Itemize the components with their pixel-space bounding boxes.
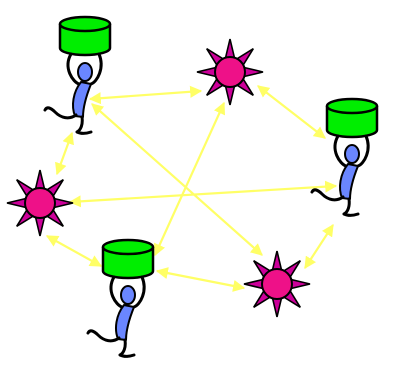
sun-node-left: [6, 169, 74, 237]
arrow-person-top-left-to-star-top: [88, 85, 203, 105]
arrow-person-top-left-to-star-bottom-right: [91, 103, 263, 256]
arrow-star-left-to-person-top-left: [55, 131, 74, 176]
arrow-star-top-to-person-bottom: [153, 101, 226, 257]
person-with-database-bottom: [86, 238, 155, 358]
sun-node-top: [196, 38, 264, 106]
arrow-star-top-to-person-right: [257, 85, 326, 139]
arrow-star-bottom-right-to-person-bottom: [155, 267, 246, 292]
connection-arrows: [45, 85, 338, 292]
person-with-database-top-left: [43, 15, 112, 135]
arrow-person-bottom-to-star-left: [45, 235, 103, 267]
person-with-database-right: [310, 97, 379, 217]
sun-node-bottom-right: [243, 250, 311, 318]
arrow-person-right-to-star-left: [68, 180, 338, 208]
arrow-person-right-to-star-bottom-right: [304, 223, 334, 270]
